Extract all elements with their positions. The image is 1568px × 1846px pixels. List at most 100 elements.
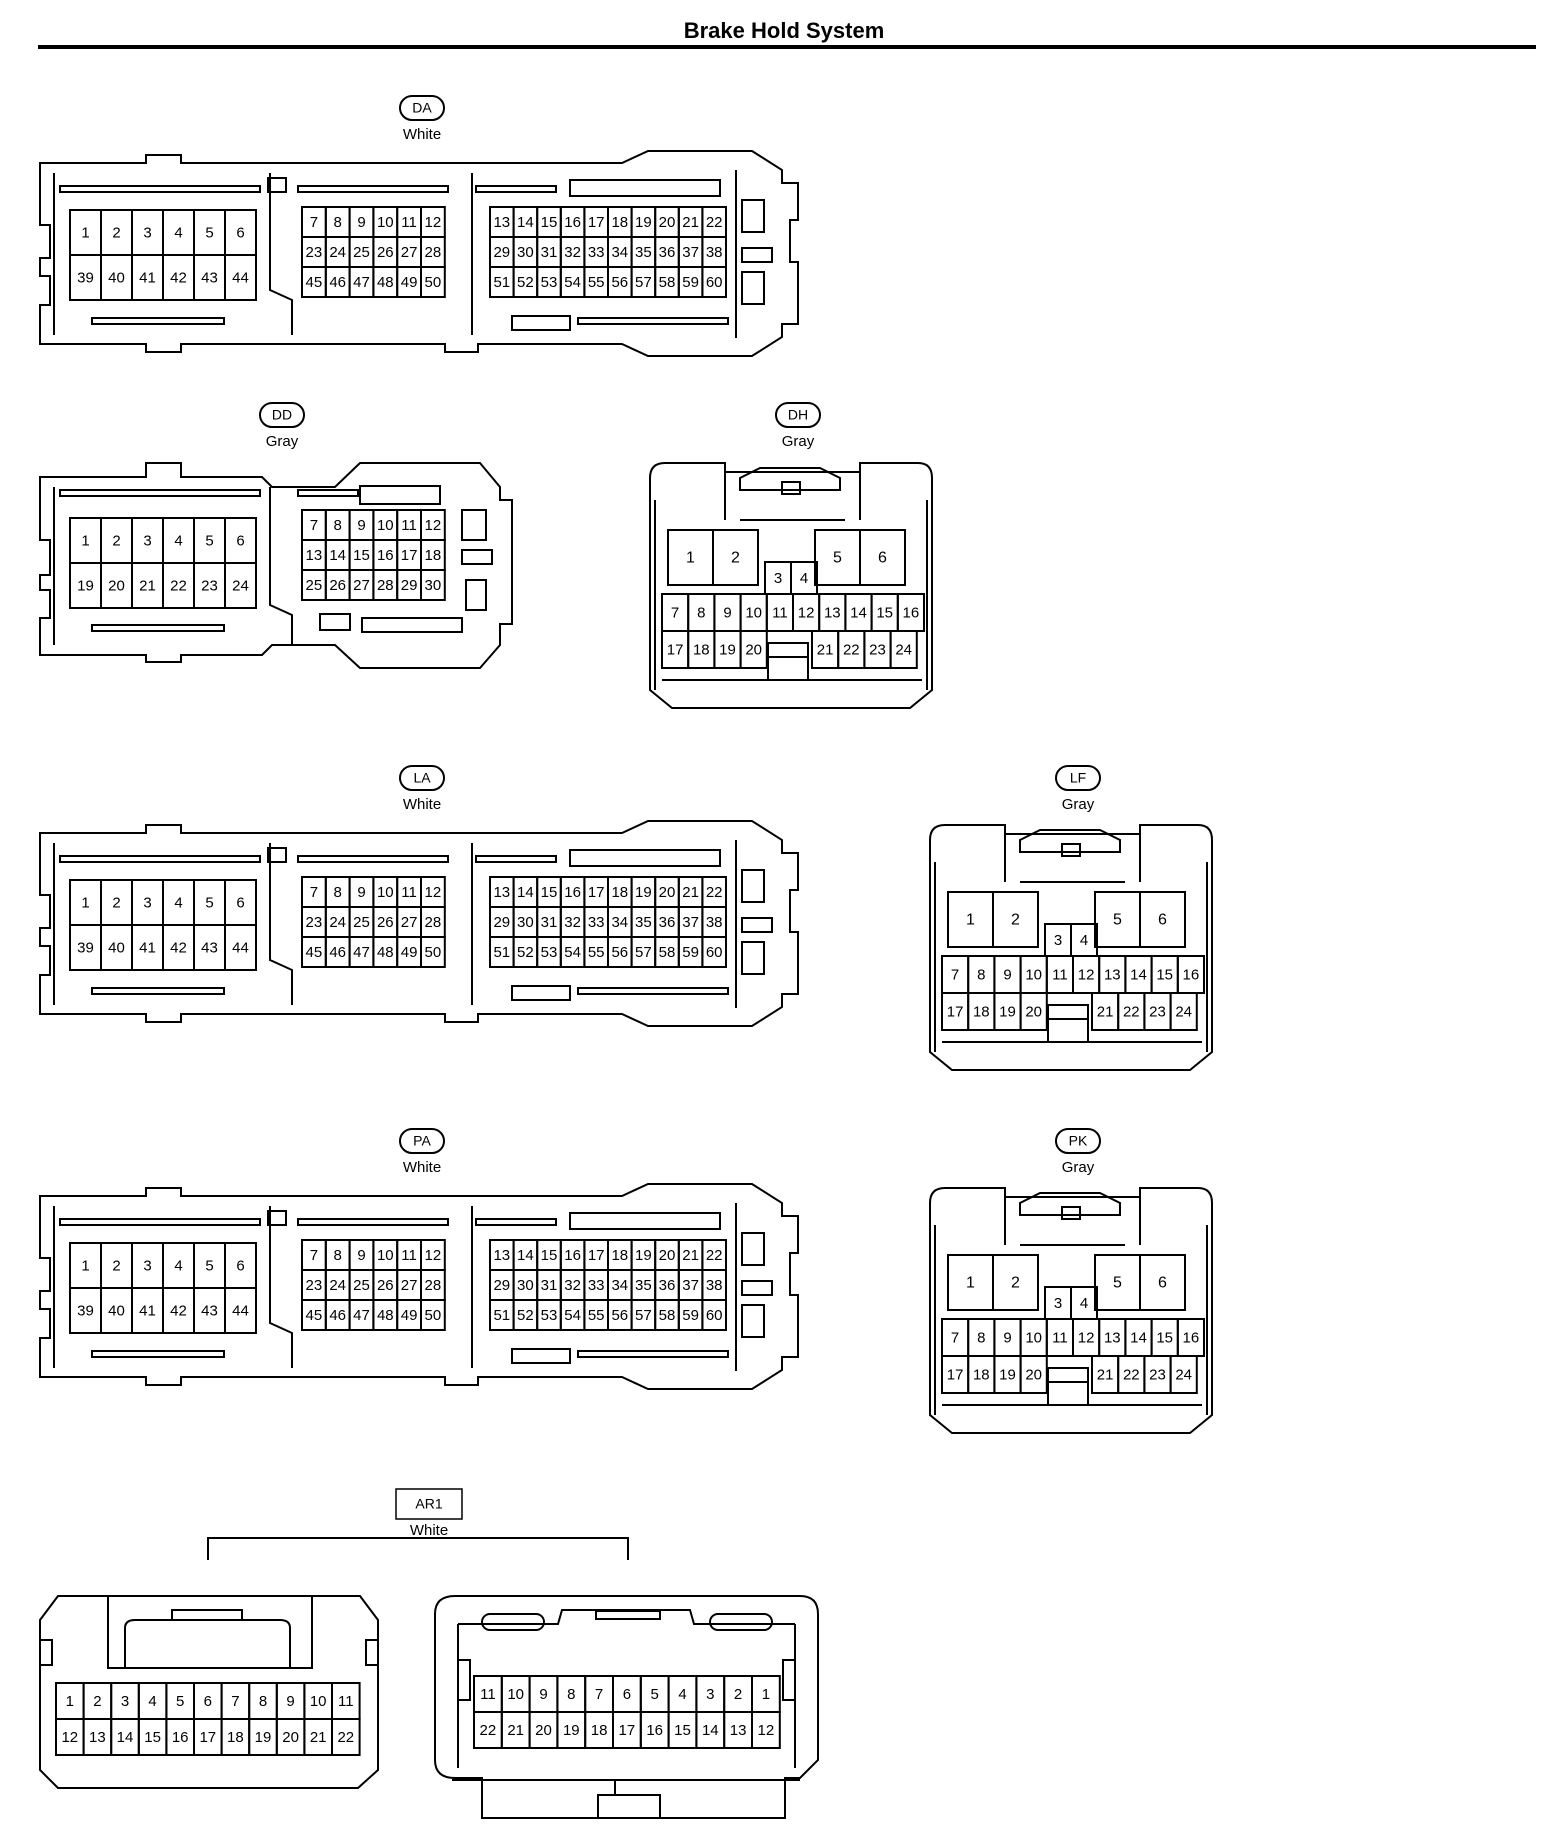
pin-number: 7 bbox=[310, 884, 318, 901]
pin-number: 46 bbox=[329, 274, 346, 291]
pin-number: 19 bbox=[635, 1247, 652, 1264]
pin-number: 16 bbox=[564, 884, 581, 901]
housing-detail bbox=[53, 170, 737, 338]
pin-number: 15 bbox=[674, 1722, 691, 1739]
pin-number: 18 bbox=[591, 1722, 608, 1739]
pin-number: 1 bbox=[66, 1693, 74, 1710]
housing-outline bbox=[39, 462, 513, 669]
pin-number: 10 bbox=[507, 1686, 524, 1703]
pin-number: 41 bbox=[139, 269, 156, 286]
housing-detail bbox=[458, 1609, 795, 1625]
pin-number: 19 bbox=[999, 1003, 1016, 1020]
pin-number: 40 bbox=[108, 1302, 125, 1319]
pin-number: 38 bbox=[706, 1277, 723, 1294]
connector-code-pill bbox=[399, 765, 445, 791]
pin-number: 31 bbox=[541, 244, 558, 261]
connector-code: LF bbox=[1070, 770, 1086, 786]
pin-number: 51 bbox=[493, 274, 510, 291]
pin-number: 14 bbox=[329, 547, 346, 564]
pin-number: 32 bbox=[564, 1277, 581, 1294]
latch-rail bbox=[91, 317, 225, 325]
pin-number: 53 bbox=[541, 1307, 558, 1324]
pin-number: 7 bbox=[310, 1247, 318, 1264]
pin-number: 44 bbox=[232, 269, 249, 286]
pin-cell bbox=[1019, 1355, 1048, 1394]
pin-number: 20 bbox=[282, 1729, 299, 1746]
pin-number: 9 bbox=[357, 1247, 365, 1264]
pin-number: 16 bbox=[1183, 966, 1200, 983]
pin-number: 5 bbox=[176, 1693, 184, 1710]
pin-number: 18 bbox=[611, 214, 628, 231]
latch-rail bbox=[577, 1350, 729, 1358]
pin-number: 25 bbox=[353, 914, 370, 931]
pin-number: 3 bbox=[1054, 932, 1062, 949]
pin-number: 6 bbox=[623, 1686, 631, 1703]
latch-rail bbox=[569, 179, 721, 197]
side-slot bbox=[741, 1280, 773, 1296]
pin-number: 34 bbox=[611, 914, 628, 931]
side-slot bbox=[741, 247, 773, 263]
pin-number: 15 bbox=[876, 604, 893, 621]
pin-number: 51 bbox=[493, 1307, 510, 1324]
pin-number: 50 bbox=[425, 944, 442, 961]
pin-number: 21 bbox=[682, 214, 699, 231]
pin-number: 48 bbox=[377, 944, 394, 961]
pin-number: 11 bbox=[401, 884, 417, 901]
pin-cell bbox=[224, 1287, 257, 1334]
pin-number: 32 bbox=[564, 244, 581, 261]
pin-number: 19 bbox=[563, 1722, 580, 1739]
connector-group-bracket bbox=[207, 1537, 629, 1560]
pin-number: 5 bbox=[833, 550, 842, 567]
pin-number: 5 bbox=[205, 224, 213, 241]
pin-number: 6 bbox=[236, 224, 244, 241]
pin-number: 41 bbox=[139, 939, 156, 956]
connector-color: Gray bbox=[782, 433, 815, 450]
latch-window bbox=[781, 481, 801, 495]
pin-number: 21 bbox=[817, 641, 834, 658]
latch-rail bbox=[267, 177, 287, 193]
connector-code: PA bbox=[413, 1133, 431, 1149]
pin-number: 3 bbox=[774, 570, 782, 587]
pin-number: 24 bbox=[232, 577, 249, 594]
side-slot bbox=[741, 1304, 765, 1338]
pin-number: 34 bbox=[611, 1277, 628, 1294]
pin-number: 54 bbox=[564, 274, 581, 291]
pin-cell bbox=[701, 936, 728, 968]
housing-detail bbox=[40, 1639, 53, 1666]
pin-number: 14 bbox=[850, 604, 867, 621]
key-slot bbox=[767, 642, 809, 658]
latch-rail bbox=[59, 855, 261, 863]
latch-rail bbox=[577, 317, 729, 325]
pin-number: 27 bbox=[401, 1277, 418, 1294]
pin-number: 52 bbox=[517, 1307, 534, 1324]
housing-detail bbox=[457, 1624, 796, 1768]
pin-number: 9 bbox=[357, 214, 365, 231]
pin-number: 18 bbox=[425, 547, 442, 564]
pin-number: 21 bbox=[682, 1247, 699, 1264]
pin-number: 11 bbox=[1052, 966, 1068, 983]
housing-detail bbox=[53, 840, 737, 1008]
pin-number: 42 bbox=[170, 939, 187, 956]
connector-color: White bbox=[410, 1522, 448, 1539]
latch-rail bbox=[267, 847, 287, 863]
pin-number: 9 bbox=[1003, 1329, 1011, 1346]
pin-number: 4 bbox=[1080, 932, 1088, 949]
pin-number: 14 bbox=[1130, 1329, 1147, 1346]
pin-number: 42 bbox=[170, 269, 187, 286]
latch-rail bbox=[475, 855, 557, 863]
latch-rail bbox=[91, 1350, 225, 1358]
pin-number: 50 bbox=[425, 274, 442, 291]
pin-number: 17 bbox=[588, 214, 605, 231]
pin-number: 40 bbox=[108, 939, 125, 956]
pin-cell bbox=[420, 266, 446, 298]
page-title: Brake Hold System bbox=[683, 18, 885, 43]
pin-number: 16 bbox=[377, 547, 394, 564]
pin-number: 21 bbox=[507, 1722, 524, 1739]
pin-number: 7 bbox=[310, 517, 318, 534]
latch-rail bbox=[511, 1348, 571, 1364]
pin-number: 8 bbox=[334, 884, 342, 901]
